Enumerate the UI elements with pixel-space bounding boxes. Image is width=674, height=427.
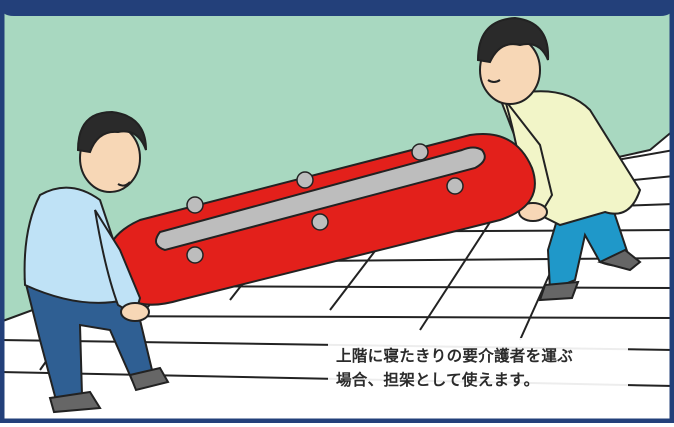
- caption-line-1: 上階に寝たきりの要介護者を運ぶ: [336, 347, 574, 365]
- red-float-stretcher-icon: [105, 133, 536, 306]
- caption-line-2: 場合、担架として使えます。: [336, 371, 540, 389]
- person-left-icon: [23, 110, 170, 414]
- caption-box: 上階に寝たきりの要介護者を運ぶ 場合、担架として使えます。: [328, 338, 628, 404]
- person-right-icon: [476, 16, 642, 302]
